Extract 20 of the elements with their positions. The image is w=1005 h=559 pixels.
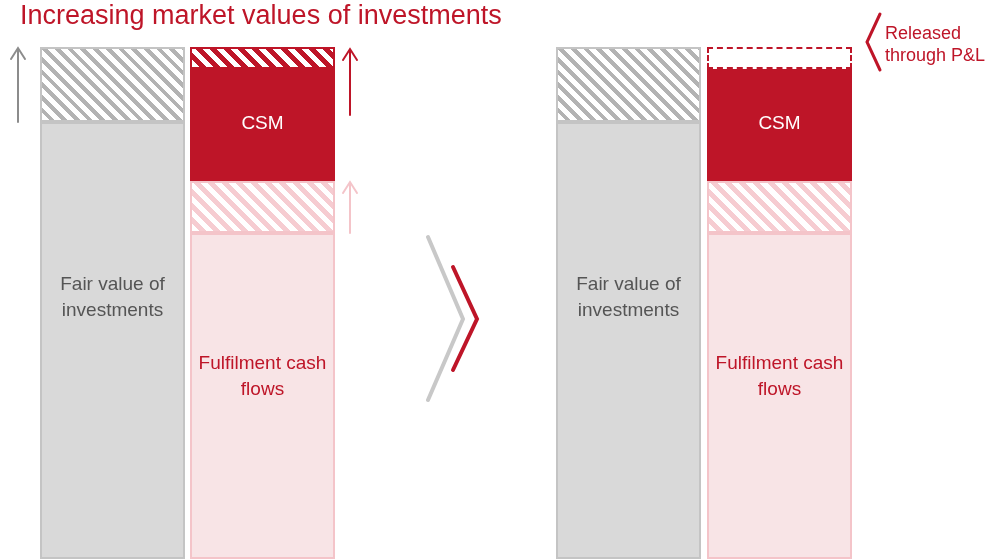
segment-label: Fulfilment cash flows bbox=[197, 351, 328, 401]
hatched-bar-segment bbox=[40, 47, 185, 122]
note-label: Released through P&L bbox=[885, 22, 987, 66]
bar-segment bbox=[190, 233, 335, 559]
segment-label: Fair value of investments bbox=[575, 272, 682, 322]
hatched-bar-segment bbox=[190, 47, 335, 69]
bar-segment bbox=[40, 122, 185, 559]
hatched-bar-segment bbox=[190, 181, 335, 233]
segment-label: Fair value of investments bbox=[59, 272, 166, 322]
segment-label: CSM bbox=[757, 111, 802, 135]
bar-segment bbox=[556, 122, 701, 559]
segment-label: CSM bbox=[240, 111, 285, 135]
dashed-box bbox=[707, 47, 852, 69]
title: Increasing market values of investments bbox=[20, 0, 502, 31]
bar-segment bbox=[707, 233, 852, 559]
hatched-bar-segment bbox=[707, 181, 852, 233]
bar-segment bbox=[190, 69, 335, 181]
hatched-bar-segment bbox=[556, 47, 701, 122]
segment-label: Fulfilment cash flows bbox=[714, 351, 845, 401]
bar-segment bbox=[707, 69, 852, 181]
